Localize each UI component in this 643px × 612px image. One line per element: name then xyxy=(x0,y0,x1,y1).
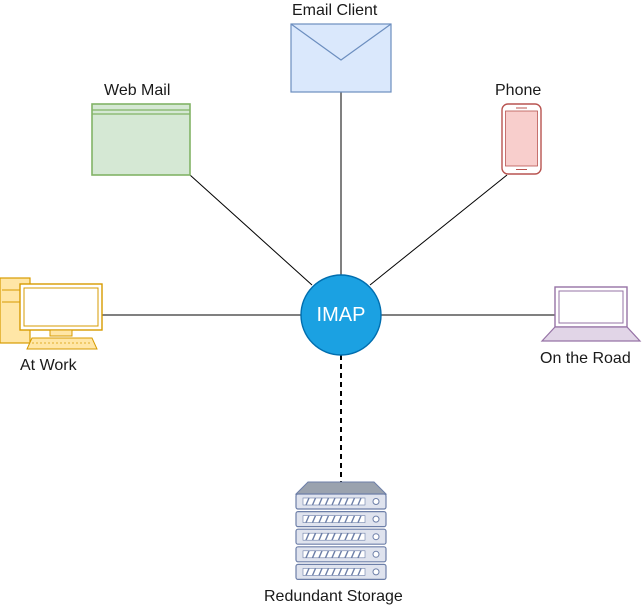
phone-icon[interactable] xyxy=(501,103,542,175)
email-client-label: Email Client xyxy=(292,2,378,19)
server-unit xyxy=(295,546,387,563)
connections xyxy=(102,92,555,482)
redundant-storage-label: Redundant Storage xyxy=(264,588,403,605)
imap-hub-node[interactable] xyxy=(300,274,382,356)
server-unit xyxy=(295,493,387,510)
imap-hub-label: IMAP xyxy=(316,303,366,326)
envelope-icon[interactable] xyxy=(290,23,392,93)
at-work-label: At Work xyxy=(20,357,77,374)
server-unit xyxy=(295,528,387,545)
on-the-road-label: On the Road xyxy=(540,350,631,367)
connector-phone xyxy=(369,174,508,286)
server-unit xyxy=(295,563,387,581)
desktop-computer-icon[interactable] xyxy=(0,277,103,350)
browser-window-icon[interactable] xyxy=(91,103,191,176)
laptop-icon[interactable] xyxy=(540,286,642,342)
phone-label: Phone xyxy=(495,82,542,99)
connector-web-mail xyxy=(189,174,313,286)
web-mail-label: Web Mail xyxy=(104,82,171,99)
server-unit xyxy=(295,511,387,528)
server-rack-icon[interactable] xyxy=(294,481,388,581)
